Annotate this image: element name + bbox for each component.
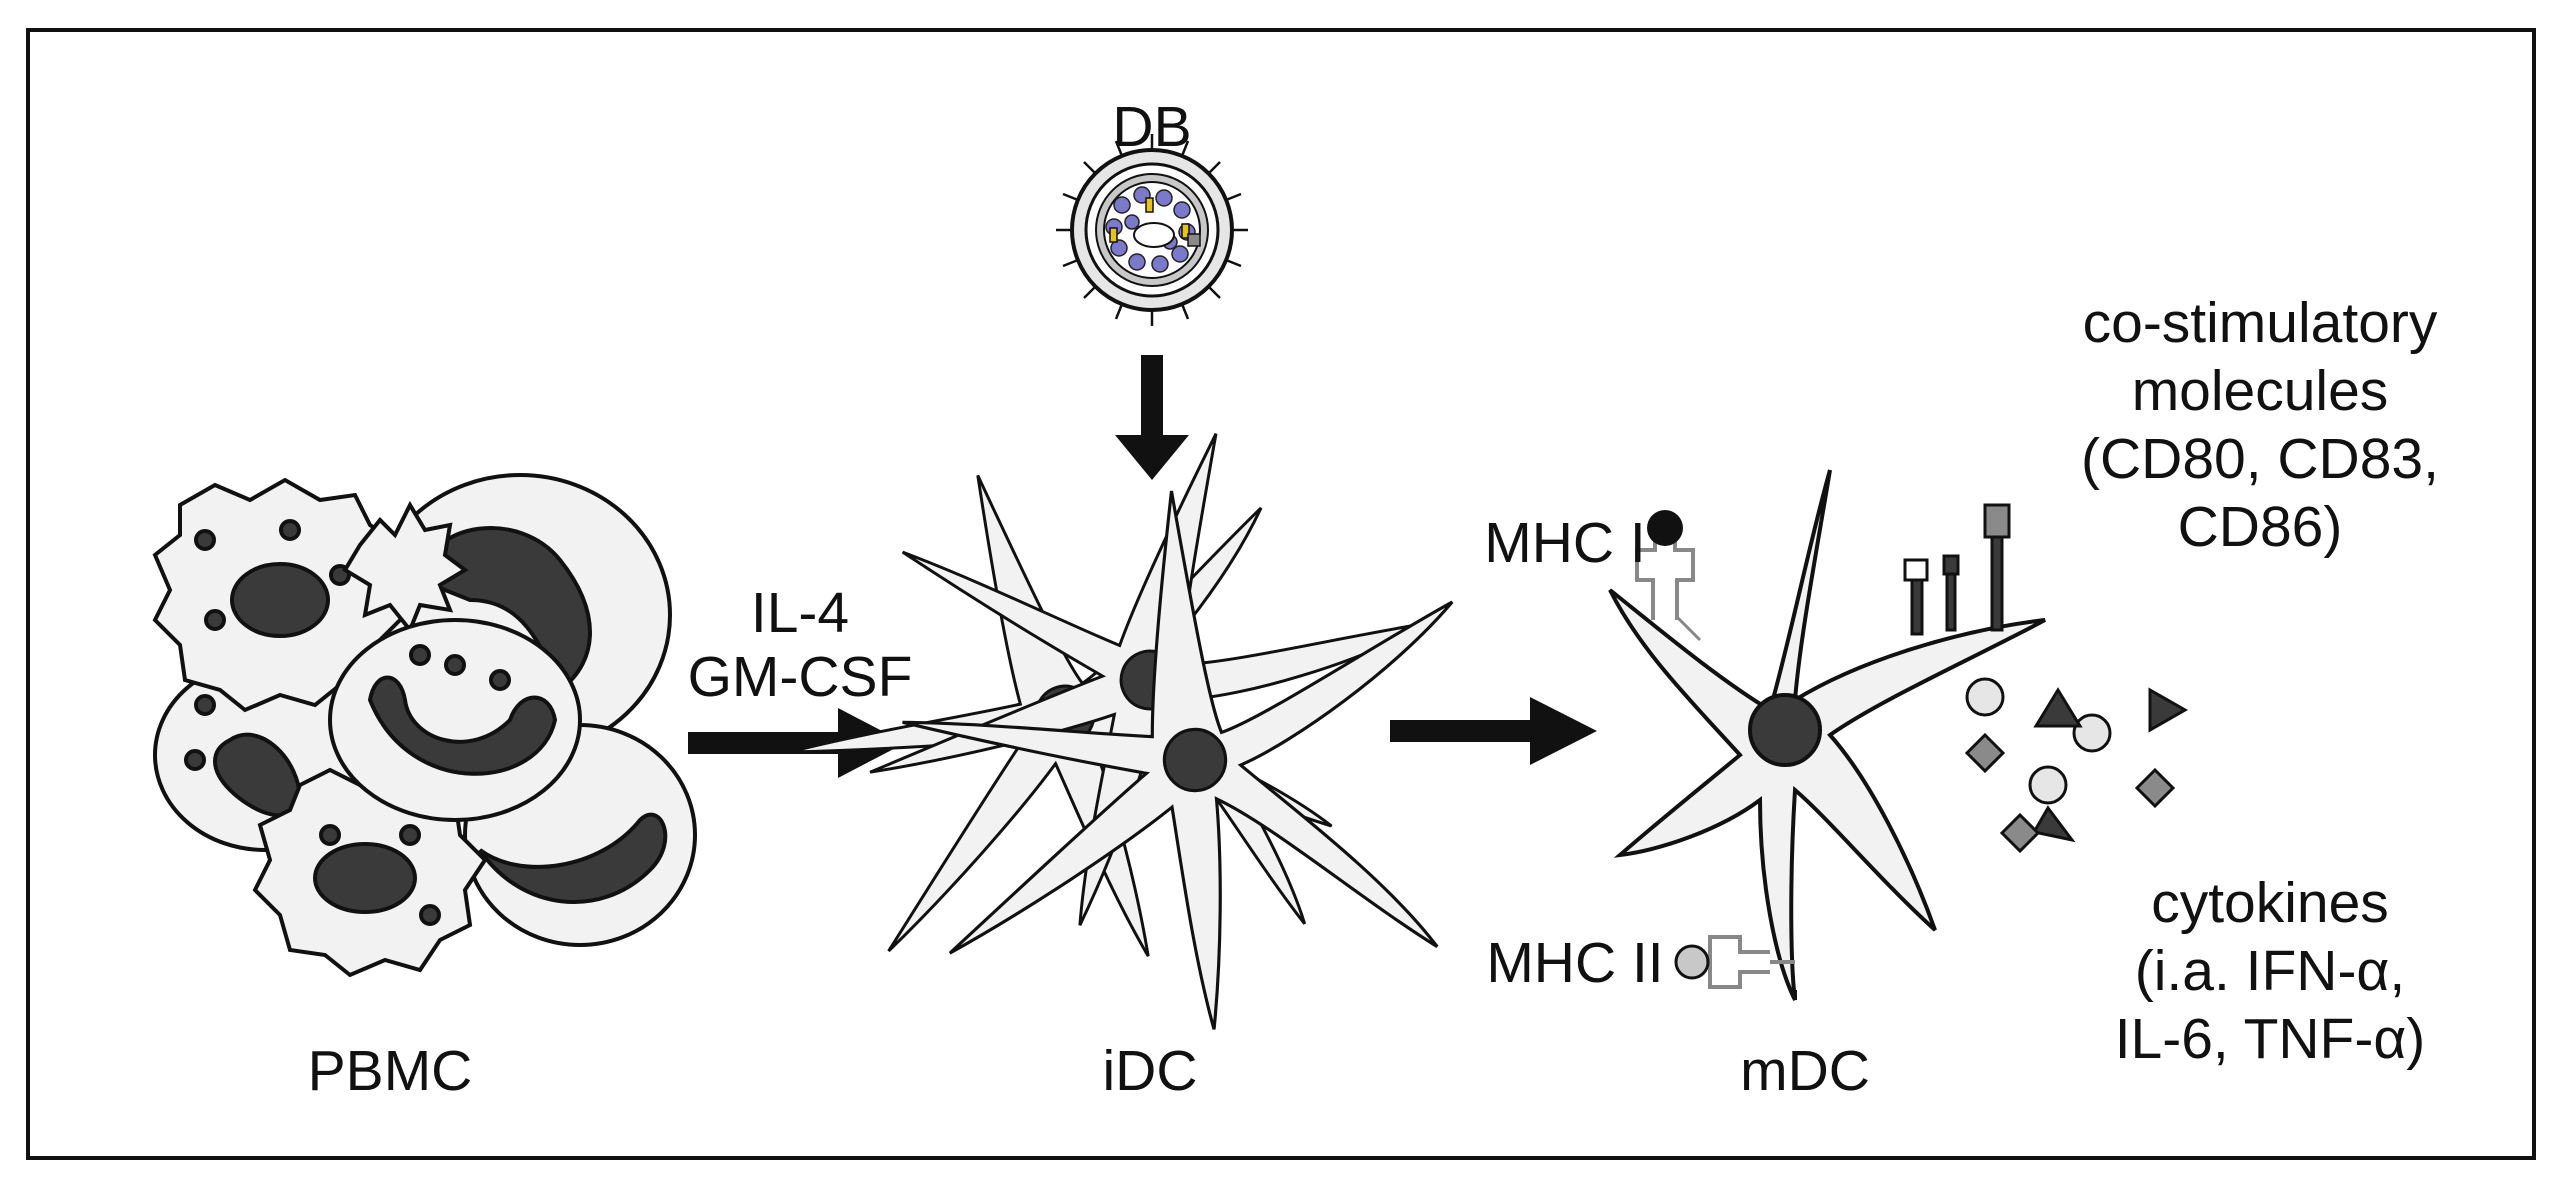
pbmc-cluster [152,473,697,978]
cytokine-particles [1964,677,2189,854]
cytokines-label-line2: (i.a. IFN-α, [2134,939,2406,1003]
db-label: DB [1112,95,1192,159]
pbmc-cell-center [328,618,582,822]
costim-label-line4: CD86) [2177,495,2343,559]
mhc2-molecule [1674,935,1795,989]
dense-body-particle [1056,134,1248,326]
mhc2-label: MHC II [1486,931,1664,995]
mdc-label: mDC [1740,1039,1870,1103]
arrow-idc-to-mdc [1390,697,1597,765]
costimulatory-molecules [1903,503,2011,636]
mhc1-label: MHC I [1484,511,1646,575]
costim-label-line1: co-stimulatory [2082,291,2438,355]
cytokines-label-line1: cytokines [2151,871,2389,935]
pbmc-label: PBMC [307,1039,473,1103]
mhc1-molecule [1635,510,1695,620]
idc-cluster [720,361,1490,1056]
gmcsf-label: GM-CSF [687,645,913,709]
pbmc-cell-bottom-spiky [252,767,488,978]
arrow-db-to-idc [1115,355,1189,480]
costim-label-line2: molecules [2131,359,2389,423]
costim-label-line3: (CD80, CD83, [2081,427,2439,491]
idc-label: iDC [1102,1039,1198,1103]
il4-label: IL-4 [750,581,850,645]
pbmc-cell-small-spiky [342,500,469,634]
idc-cell-front [882,465,1490,1056]
pbmc-cell-top-spiky [152,477,408,713]
cytokines-label-line3: IL-6, TNF-α) [2114,1007,2426,1071]
figure-frame [26,28,2536,1160]
